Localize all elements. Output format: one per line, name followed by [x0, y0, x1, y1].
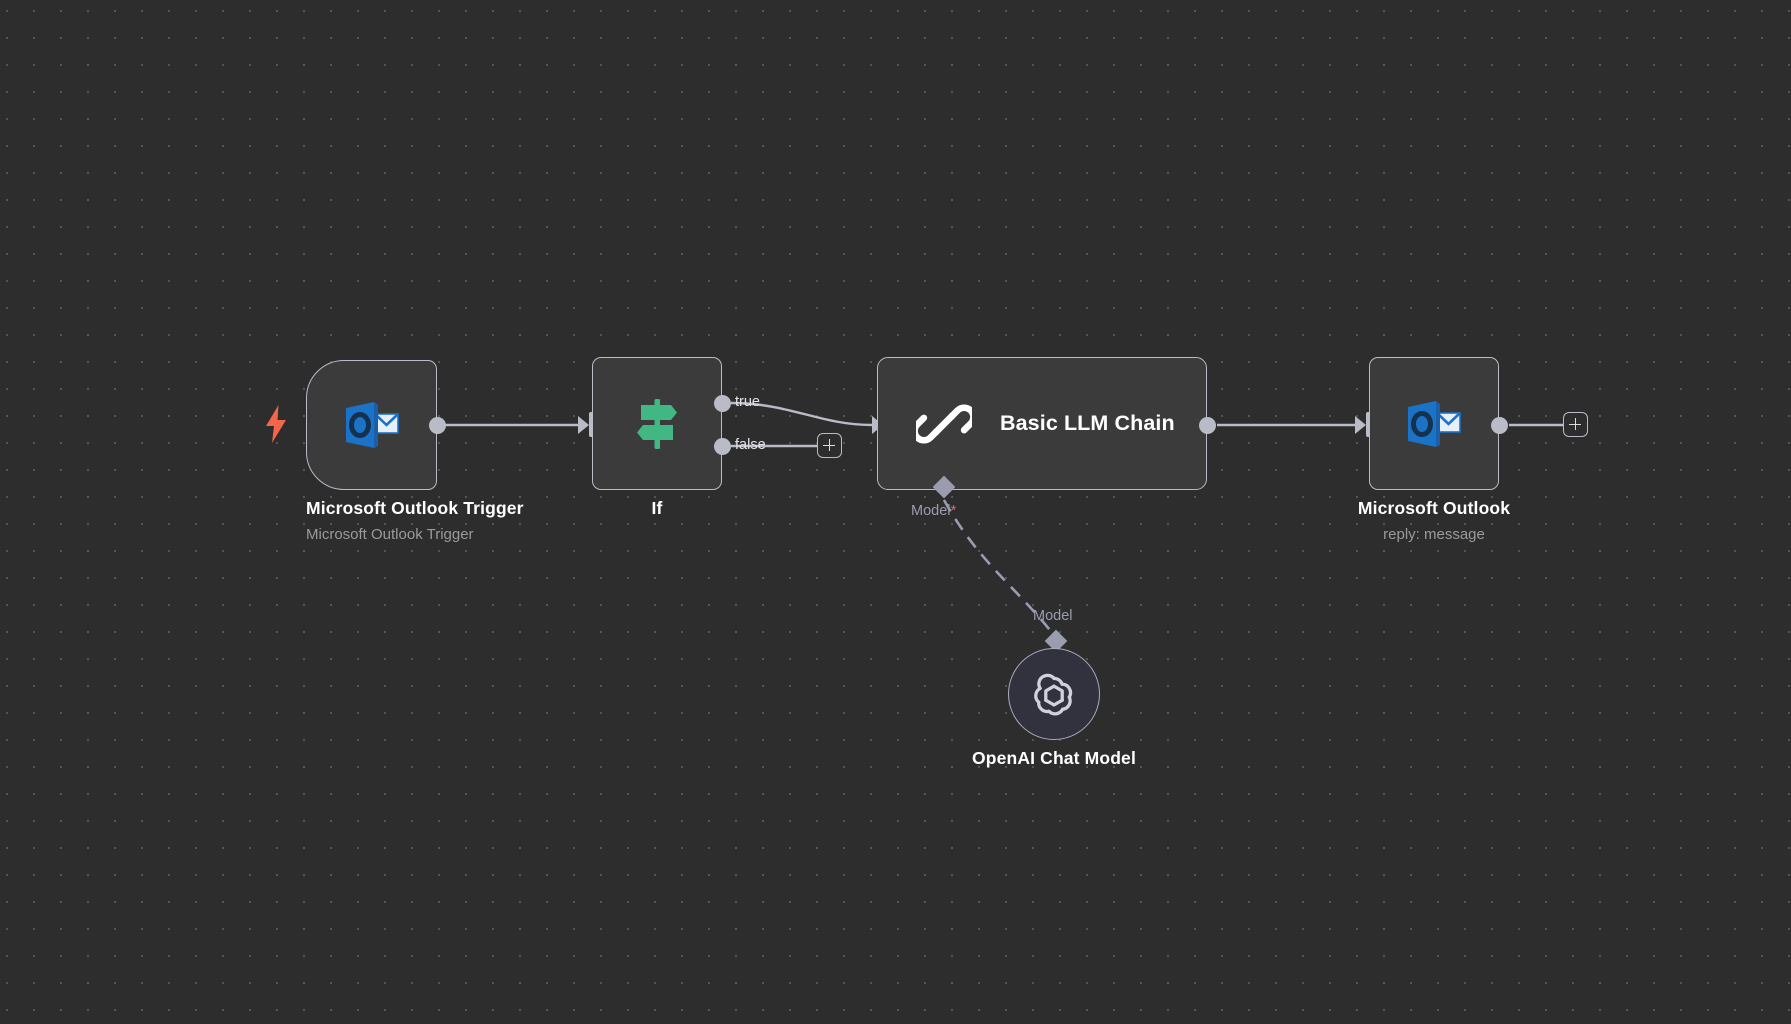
node-openai-chat-model[interactable]	[1008, 648, 1100, 740]
node-label-microsoft-outlook: Microsoft Outlook reply: message	[1348, 498, 1520, 543]
branch-label-false: false	[735, 437, 766, 453]
openai-icon	[1029, 669, 1079, 719]
required-marker: *	[950, 502, 957, 519]
llm-output-port[interactable]	[1199, 417, 1216, 434]
microsoft-outlook-icon	[307, 400, 436, 450]
microsoft-outlook-icon	[1370, 399, 1498, 449]
outlook-input-arrow	[1355, 416, 1366, 434]
node-subtitle: Microsoft Outlook Trigger	[306, 526, 474, 543]
node-name: Microsoft Outlook	[1357, 498, 1511, 518]
node-microsoft-outlook[interactable]	[1369, 357, 1499, 490]
node-title: Basic LLM Chain	[1000, 411, 1175, 435]
node-label-openai-chat-model: OpenAI Chat Model	[938, 748, 1170, 769]
outlook-output-port[interactable]	[1491, 417, 1508, 434]
if-output-port-true[interactable]	[714, 395, 731, 412]
node-name: Microsoft Outlook Trigger	[306, 498, 524, 518]
if-output-port-false[interactable]	[714, 438, 731, 455]
add-node-after-outlook-button[interactable]	[1563, 412, 1588, 437]
if-input-arrow	[578, 416, 589, 434]
openai-top-port-label: Model	[1033, 608, 1073, 624]
node-name: OpenAI Chat Model	[972, 748, 1136, 768]
node-if[interactable]	[592, 357, 722, 490]
chain-link-icon	[916, 396, 972, 452]
sub-port-label-model: Model*	[911, 502, 956, 519]
node-microsoft-outlook-trigger[interactable]	[306, 360, 437, 490]
add-node-after-false-button[interactable]	[817, 433, 842, 458]
node-basic-llm-chain[interactable]: Basic LLM Chain	[877, 357, 1207, 490]
lightning-bolt-icon	[265, 405, 287, 448]
node-label-if: If	[592, 498, 722, 519]
node-name: If	[651, 498, 663, 518]
sub-port-label-text: Model	[911, 503, 951, 519]
node-subtitle: reply: message	[1383, 526, 1485, 543]
signpost-icon	[593, 396, 721, 452]
branch-label-true: true	[735, 394, 760, 410]
node-label-microsoft-outlook-trigger: Microsoft Outlook Trigger Microsoft Outl…	[306, 498, 524, 543]
trigger-output-port[interactable]	[429, 417, 446, 434]
